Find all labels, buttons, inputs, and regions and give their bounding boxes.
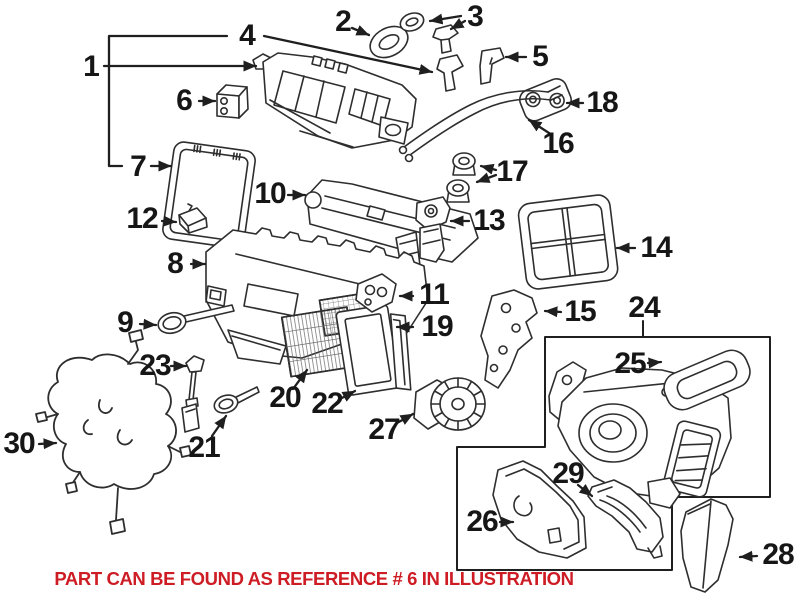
arrow-28 bbox=[738, 550, 759, 562]
part-12-clip-drawing bbox=[178, 203, 208, 234]
arrow-4 bbox=[262, 34, 434, 75]
callout-16: 16 bbox=[542, 127, 574, 160]
arrow-22 bbox=[338, 389, 357, 402]
callout-30: 30 bbox=[3, 427, 35, 460]
callout-21: 21 bbox=[188, 431, 220, 464]
part-22-frame-drawing bbox=[335, 304, 412, 396]
arrow-25 bbox=[646, 357, 663, 369]
callout-11: 11 bbox=[419, 278, 450, 311]
callout-8: 8 bbox=[167, 247, 184, 280]
callout-4: 4 bbox=[239, 19, 256, 52]
callout-1: 1 bbox=[83, 50, 100, 83]
arrow-2 bbox=[350, 25, 371, 37]
callout-22: 22 bbox=[311, 387, 343, 420]
arrow-16 bbox=[527, 118, 551, 135]
part-21-screw-drawing bbox=[213, 386, 260, 414]
reference-caption: PART CAN BE FOUND AS REFERENCE # 6 IN IL… bbox=[54, 568, 574, 589]
callout-5: 5 bbox=[532, 40, 549, 73]
part-16-pipes-drawing bbox=[398, 85, 563, 163]
part-29-duct-drawing bbox=[587, 479, 664, 559]
arrow-21 bbox=[210, 414, 228, 438]
part-14-frame-drawing bbox=[517, 194, 619, 290]
arrow-29 bbox=[576, 483, 594, 498]
callout-23: 23 bbox=[139, 349, 171, 382]
callout-17: 17 bbox=[496, 155, 528, 188]
arrow-30 bbox=[37, 438, 58, 450]
callout-12: 12 bbox=[126, 202, 158, 235]
callout-19: 19 bbox=[421, 310, 453, 343]
arrow-20 bbox=[291, 368, 309, 391]
part-27-blower-motor-drawing bbox=[413, 377, 486, 431]
callout-18: 18 bbox=[586, 86, 618, 119]
callout-27: 27 bbox=[368, 413, 400, 446]
callout-15: 15 bbox=[564, 295, 596, 328]
part-15-bracket-drawing bbox=[480, 289, 538, 389]
reference-box-outline bbox=[456, 320, 771, 571]
callout-28: 28 bbox=[762, 538, 794, 571]
arrow-3b bbox=[449, 18, 467, 31]
callout-24: 24 bbox=[628, 291, 660, 324]
callout-2: 2 bbox=[335, 5, 352, 38]
arrow-3a bbox=[428, 13, 463, 25]
callout-29: 29 bbox=[552, 457, 584, 490]
part-17-grommets-drawing bbox=[446, 152, 476, 203]
arrow-15 bbox=[543, 306, 563, 318]
callout-leader-lines bbox=[37, 13, 759, 562]
arrow-12 bbox=[160, 215, 178, 227]
callout-6: 6 bbox=[176, 84, 193, 117]
part-11-bracket-drawing bbox=[355, 273, 397, 313]
part-1-housing-drawing bbox=[252, 52, 417, 149]
callout-3: 3 bbox=[467, 0, 484, 33]
bracket-1-4-7 bbox=[107, 34, 229, 168]
part-28-pad-drawing bbox=[680, 498, 734, 593]
arrow-27 bbox=[395, 412, 415, 425]
callout-14: 14 bbox=[640, 231, 672, 264]
arrow-17b bbox=[475, 172, 498, 184]
callout-26: 26 bbox=[466, 505, 498, 538]
part-4-bracket-drawing bbox=[436, 54, 464, 92]
callout-7: 7 bbox=[130, 150, 147, 183]
callout-9: 9 bbox=[117, 306, 134, 339]
callout-25: 25 bbox=[614, 347, 646, 380]
arrow-9 bbox=[138, 318, 158, 330]
callout-20: 20 bbox=[269, 381, 301, 414]
part-3-clip-drawing bbox=[432, 24, 459, 54]
part-5-lever-drawing bbox=[479, 47, 505, 85]
callout-13: 13 bbox=[473, 204, 505, 237]
part-23-sensor-drawing bbox=[181, 355, 205, 433]
part-9-screw-drawing bbox=[157, 304, 235, 335]
part-2-grommet-drawing bbox=[369, 25, 409, 59]
part-30-harness-drawing bbox=[35, 329, 192, 535]
arrow-17a bbox=[479, 163, 498, 175]
part-6-block-drawing bbox=[216, 84, 249, 119]
part-3-cap-drawing bbox=[399, 12, 425, 32]
callout-10: 10 bbox=[254, 177, 286, 210]
part-25-seal-drawing bbox=[663, 349, 751, 411]
